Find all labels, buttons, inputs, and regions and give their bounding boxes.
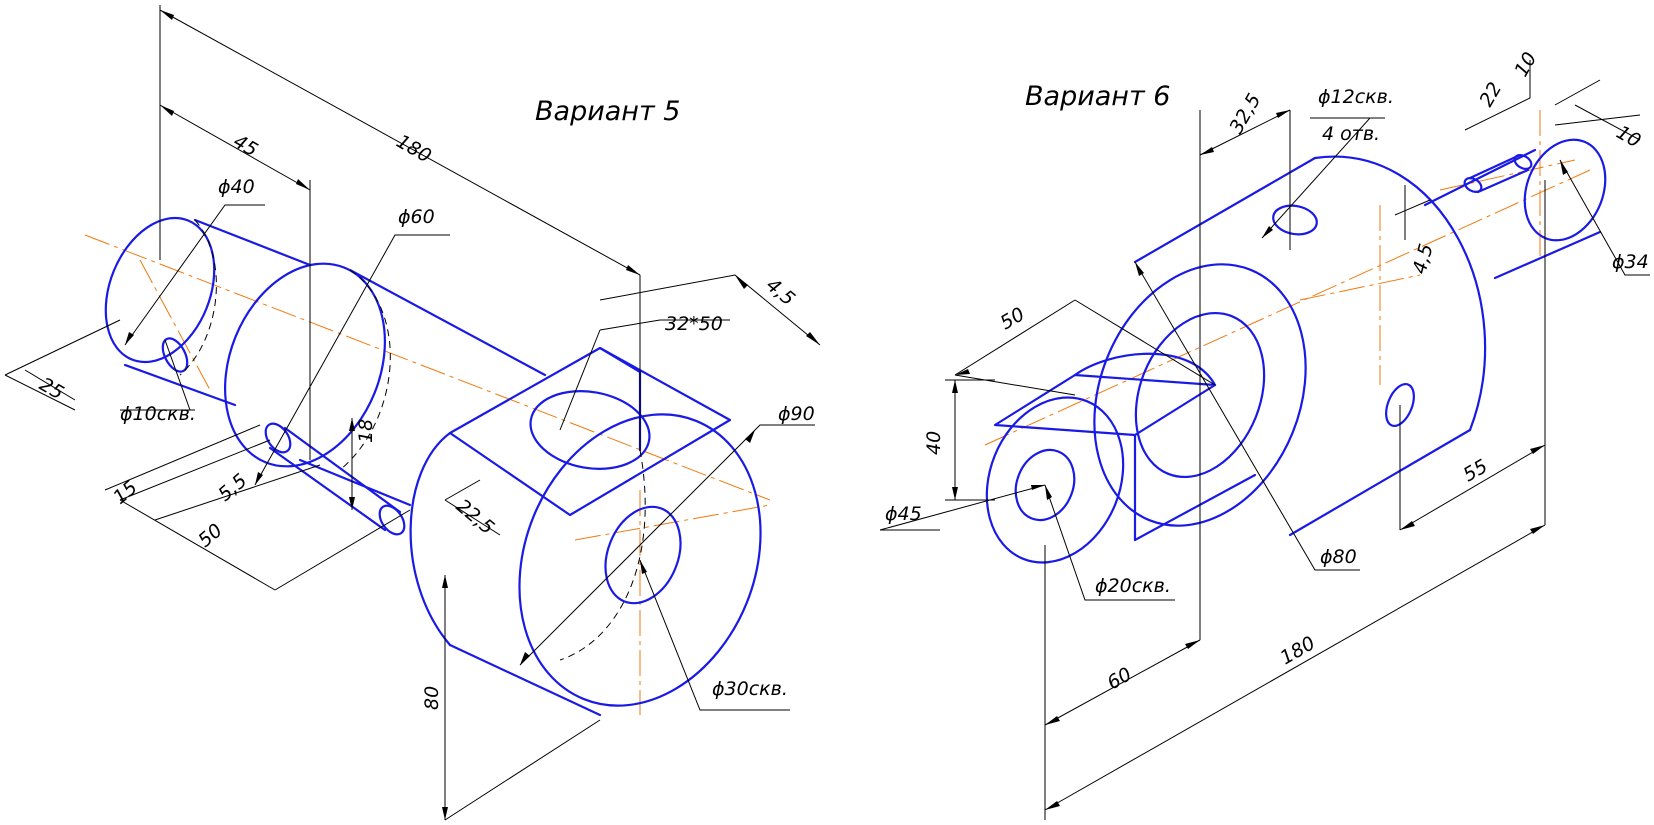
- v5-dim-phi30: ϕ30скв.: [712, 678, 788, 700]
- v5-dim-phi40: ϕ40: [218, 176, 255, 198]
- v6-dim-phi45: ϕ45: [885, 503, 922, 525]
- v5-dim-5-5: 5,5: [214, 470, 251, 506]
- v6-dim-50: 50: [997, 303, 1029, 334]
- v5-dim-phi90: ϕ90: [778, 403, 815, 425]
- v6-dim-10-top: 10: [1510, 49, 1541, 81]
- v6-dim-phi80: ϕ80: [1320, 546, 1357, 568]
- v5-dim-50: 50: [194, 519, 227, 551]
- v6-dim-60: 60: [1104, 663, 1136, 694]
- v6-dim-32-5: 32,5: [1225, 90, 1265, 138]
- v5-dim-45-top: 45: [230, 130, 262, 161]
- variant-5-drawing: [4, 5, 821, 821]
- v6-dim-10-side: 10: [1613, 121, 1645, 152]
- v5-dim-180: 180: [393, 130, 435, 167]
- v5-dim-phi60: ϕ60: [398, 206, 435, 228]
- variant-5-title: Вариант 5: [535, 96, 680, 127]
- variant-6-drawing: [879, 60, 1650, 820]
- v5-dim-22-5: 22,5: [452, 495, 499, 539]
- v5-dim-15: 15: [109, 476, 142, 508]
- v6-dim-40: 40: [923, 431, 945, 455]
- v6-dim-phi20: ϕ20скв.: [1095, 575, 1171, 597]
- v5-dim-4-5-right: 4,5: [762, 274, 799, 310]
- v6-dim-22: 22: [1475, 79, 1506, 111]
- v5-dim-phi10: ϕ10скв.: [120, 403, 196, 425]
- v6-dim-phi34: ϕ34: [1612, 251, 1649, 273]
- v6-dim-180: 180: [1277, 632, 1319, 669]
- v5-dim-slot-32x50: 32*50: [665, 313, 723, 335]
- v6-dim-4-holes: 4 отв.: [1322, 123, 1380, 145]
- v5-dim-80: 80: [421, 686, 443, 710]
- v5-dim-25: 25: [36, 373, 68, 404]
- v6-dim-4-5: 4,5: [1409, 241, 1438, 276]
- v6-dim-phi12: ϕ12скв.: [1318, 86, 1394, 108]
- v5-dim-18: 18: [355, 419, 377, 443]
- variant-6-title: Вариант 6: [1025, 81, 1170, 112]
- v6-dim-55: 55: [1460, 455, 1492, 486]
